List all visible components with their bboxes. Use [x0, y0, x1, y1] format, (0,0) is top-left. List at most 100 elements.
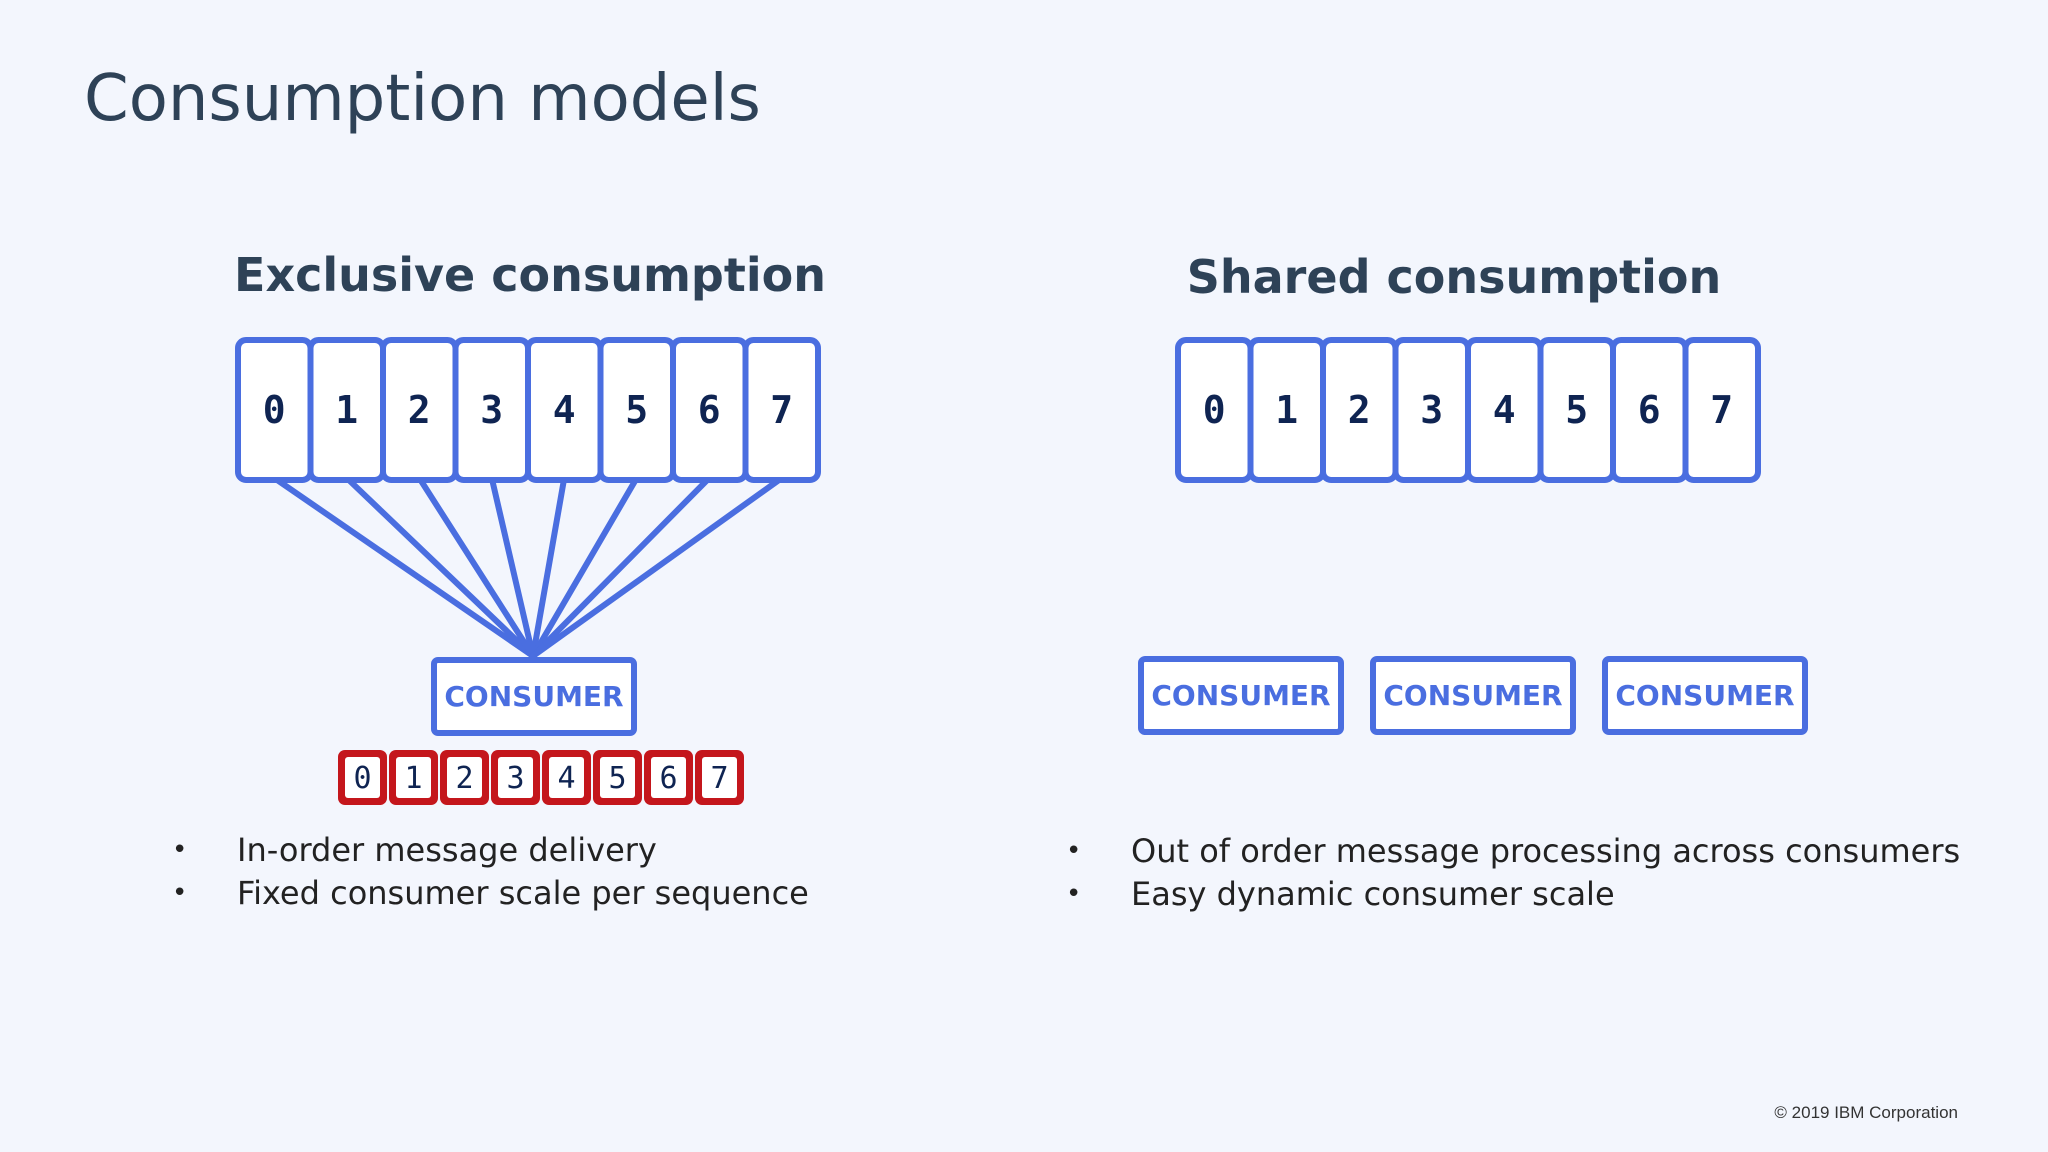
shared-partition-box-7-label: 7 — [1710, 388, 1733, 432]
shared-partition-box-6-label: 6 — [1638, 388, 1661, 432]
shared-consumer-box-3-frame — [1602, 656, 1808, 735]
shared-consumer-box-2-frame — [1370, 656, 1576, 735]
exclusive-partition-row: 0 1 2 3 4 5 6 7 — [235, 337, 821, 483]
shared-partition-box-2: 2 — [1320, 337, 1399, 483]
shared-partition-box-6: 6 — [1610, 337, 1689, 483]
copyright-footer: © 2019 IBM Corporation — [1774, 1103, 1958, 1122]
bullet-point: • — [172, 835, 188, 865]
ordered-message-1-inner — [396, 757, 431, 798]
partition-box-7: 7 — [742, 337, 821, 483]
bullet-text: Easy dynamic consumer scale — [1131, 875, 1615, 913]
partition-box-4: 4 — [525, 337, 604, 483]
ordered-message-3-inner — [498, 757, 533, 798]
shared-consumer-row: CONSUMER CONSUMER CONSUMER — [1138, 656, 1808, 735]
shared-consumer-box-1-frame — [1138, 656, 1344, 735]
partition-box-2: 2 — [380, 337, 459, 483]
connector-line-4 — [530, 475, 568, 659]
partition-box-3: 3 — [452, 337, 531, 483]
partition-box-3-label: 3 — [480, 388, 503, 432]
partition-box-2-label: 2 — [408, 388, 431, 432]
shared-partition-box-5-label: 5 — [1565, 388, 1588, 432]
connector-line-5 — [530, 475, 640, 659]
shared-consumer-box-3: CONSUMER — [1602, 656, 1808, 735]
ordered-message-6: 6 — [644, 750, 693, 805]
shared-partition-box-1-label: 1 — [1275, 388, 1298, 432]
ordered-message-1: 1 — [389, 750, 438, 805]
shared-partition-box-0-label: 0 — [1203, 388, 1226, 432]
exclusive-heading: Exclusive consumption — [234, 248, 826, 302]
shared-consumer-box-2-label: CONSUMER — [1383, 679, 1562, 712]
partition-box-7-label: 7 — [770, 388, 793, 432]
shared-consumer-box-2: CONSUMER — [1370, 656, 1576, 735]
bullet-point: • — [172, 878, 188, 908]
list-item: • Fixed consumer scale per sequence — [172, 872, 809, 915]
bullet-text: Fixed consumer scale per sequence — [237, 874, 809, 912]
ordered-message-6-inner — [651, 757, 686, 798]
partition-box-5-label: 5 — [625, 388, 648, 432]
ordered-message-4-inner — [549, 757, 584, 798]
shared-bullet-list: • Out of order message processing across … — [1066, 830, 1961, 916]
shared-partition-box-7-frame — [1682, 337, 1761, 483]
ordered-message-7-label: 7 — [710, 761, 728, 796]
ordered-message-2: 2 — [440, 750, 489, 805]
ordered-message-5-inner — [600, 757, 635, 798]
partition-box-1: 1 — [307, 337, 386, 483]
exclusive-consumer: CONSUMER — [431, 657, 637, 736]
ordered-message-2-label: 2 — [455, 761, 473, 796]
shared-consumer-box-3-label: CONSUMER — [1615, 679, 1794, 712]
partition-box-4-label: 4 — [553, 388, 576, 432]
shared-heading: Shared consumption — [1186, 250, 1722, 304]
bullet-text: Out of order message processing across c… — [1131, 832, 1961, 870]
partition-box-7-frame — [742, 337, 821, 483]
shared-partition-box-3: 3 — [1392, 337, 1471, 483]
ordered-message-4-label: 4 — [557, 761, 575, 796]
bullet-point: • — [1066, 836, 1082, 866]
partition-box-6: 6 — [670, 337, 749, 483]
partition-box-1-label: 1 — [335, 388, 358, 432]
shared-partition-box-5: 5 — [1537, 337, 1616, 483]
ordered-message-5: 5 — [593, 750, 642, 805]
connector-line-7 — [530, 475, 785, 659]
consumer-box: CONSUMER — [431, 657, 637, 736]
fan-in-connectors — [271, 475, 785, 659]
partition-box-0: 0 — [235, 337, 314, 483]
ordered-message-1-label: 1 — [404, 761, 422, 796]
bullet-text: In-order message delivery — [237, 831, 657, 869]
connector-line-6 — [530, 475, 713, 659]
shared-partition-box-1: 1 — [1247, 337, 1326, 483]
shared-consumer-box-1: CONSUMER — [1138, 656, 1344, 735]
connector-line-1 — [343, 475, 536, 659]
partition-box-6-label: 6 — [698, 388, 721, 432]
ordered-message-7-inner — [702, 757, 737, 798]
shared-partition-box-4: 4 — [1465, 337, 1544, 483]
page-title: Consumption models — [84, 62, 761, 136]
partition-box-0-label: 0 — [263, 388, 286, 432]
shared-consumer-box-1-label: CONSUMER — [1151, 679, 1330, 712]
partition-box-5: 5 — [597, 337, 676, 483]
consumer-box-label: CONSUMER — [444, 680, 623, 713]
ordered-message-7: 7 — [695, 750, 744, 805]
connector-line-0 — [271, 475, 536, 659]
ordered-message-0-inner — [345, 757, 380, 798]
consumer-box-frame — [431, 657, 637, 736]
bullet-point: • — [1066, 879, 1082, 909]
ordered-message-2-inner — [447, 757, 482, 798]
exclusive-bullet-list: • In-order message delivery • Fixed consum… — [172, 829, 809, 915]
ordered-message-0-label: 0 — [353, 761, 371, 796]
list-item: • Easy dynamic consumer scale — [1066, 873, 1960, 916]
ordered-message-6-label: 6 — [659, 761, 677, 796]
ordered-message-5-label: 5 — [608, 761, 626, 796]
ordered-message-0: 0 — [338, 750, 387, 805]
list-item: • In-order message delivery — [172, 829, 809, 872]
list-item: • Out of order message processing across … — [1066, 830, 1961, 873]
shared-partition-box-0: 0 — [1175, 337, 1254, 483]
connector-line-3 — [488, 475, 536, 659]
shared-partition-box-3-label: 3 — [1420, 388, 1443, 432]
connector-line-2 — [416, 475, 536, 659]
ordered-message-3-label: 3 — [506, 761, 524, 796]
shared-partition-box-2-label: 2 — [1348, 388, 1371, 432]
shared-partition-box-7: 7 — [1682, 337, 1761, 483]
